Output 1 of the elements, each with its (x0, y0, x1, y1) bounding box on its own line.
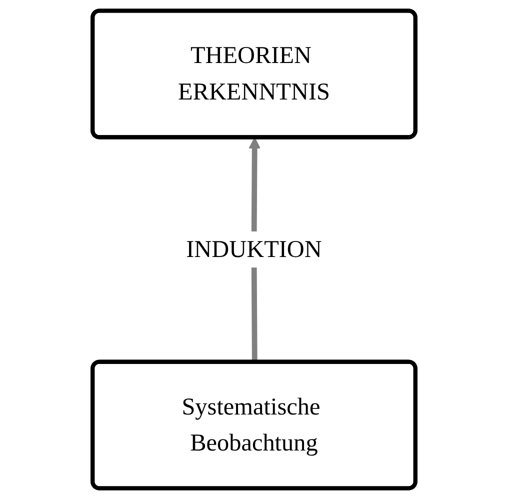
edge-label: INDUKTION (186, 235, 322, 262)
